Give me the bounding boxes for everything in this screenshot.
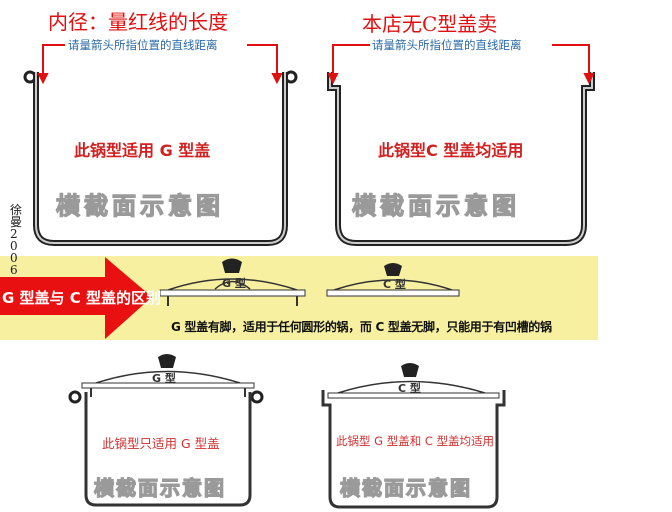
top-left-pot [23,70,298,246]
inner-diameter-title: 内径：量红线的长度 [48,10,228,34]
banner-caption: G 型盖有脚，适用于任何圆形的锅，而 C 型盖无脚，只能用于有凹槽的锅 [171,320,552,334]
knob-icon [384,263,402,276]
knob-icon [222,258,242,273]
knob-icon [158,354,176,368]
measure-note-left: 请量箭头所指位置的直线距离 [66,37,220,53]
pot-text-top-left: 此锅型适用 G 型盖 [74,141,211,160]
g-lid [159,258,306,306]
bottom-left-pot [68,354,264,507]
bottom-left-lid-label: G 型 [152,372,176,385]
no-c-lid-title: 本店无C型盖卖 [362,12,498,36]
watermark-bottom-left: 横截面示意图 [93,475,226,500]
pot-text-bottom-left: 此锅型只适用 G 型盖 [102,436,220,451]
pot-text-bottom-right: 此锅型 G 型盖和 C 型盖均适用 [336,434,495,448]
watermark-top-right: 横截面示意图 [351,191,520,220]
arrow-text: G 型盖与 C 型盖的区别 [2,289,161,307]
measure-arrows [37,44,595,85]
g-lid-label: G 型 [222,277,246,290]
watermark-bottom-right: 横截面示意图 [339,475,472,500]
top-right-pot [327,72,595,246]
measure-note-right: 请量箭头所指位置的直线距离 [370,37,524,53]
bottom-right-pot [321,363,506,509]
c-lid-label: C 型 [383,278,406,291]
bottom-right-lid-label: C 型 [398,382,421,395]
knob-icon [401,363,419,377]
red-arrow [0,257,152,339]
watermark-top-left: 横截面示意图 [55,191,224,220]
pot-text-top-right: 此锅型C 型盖均适用 [378,141,524,160]
c-lid [326,263,460,297]
side-signature: 徐曼2006 [10,203,23,277]
